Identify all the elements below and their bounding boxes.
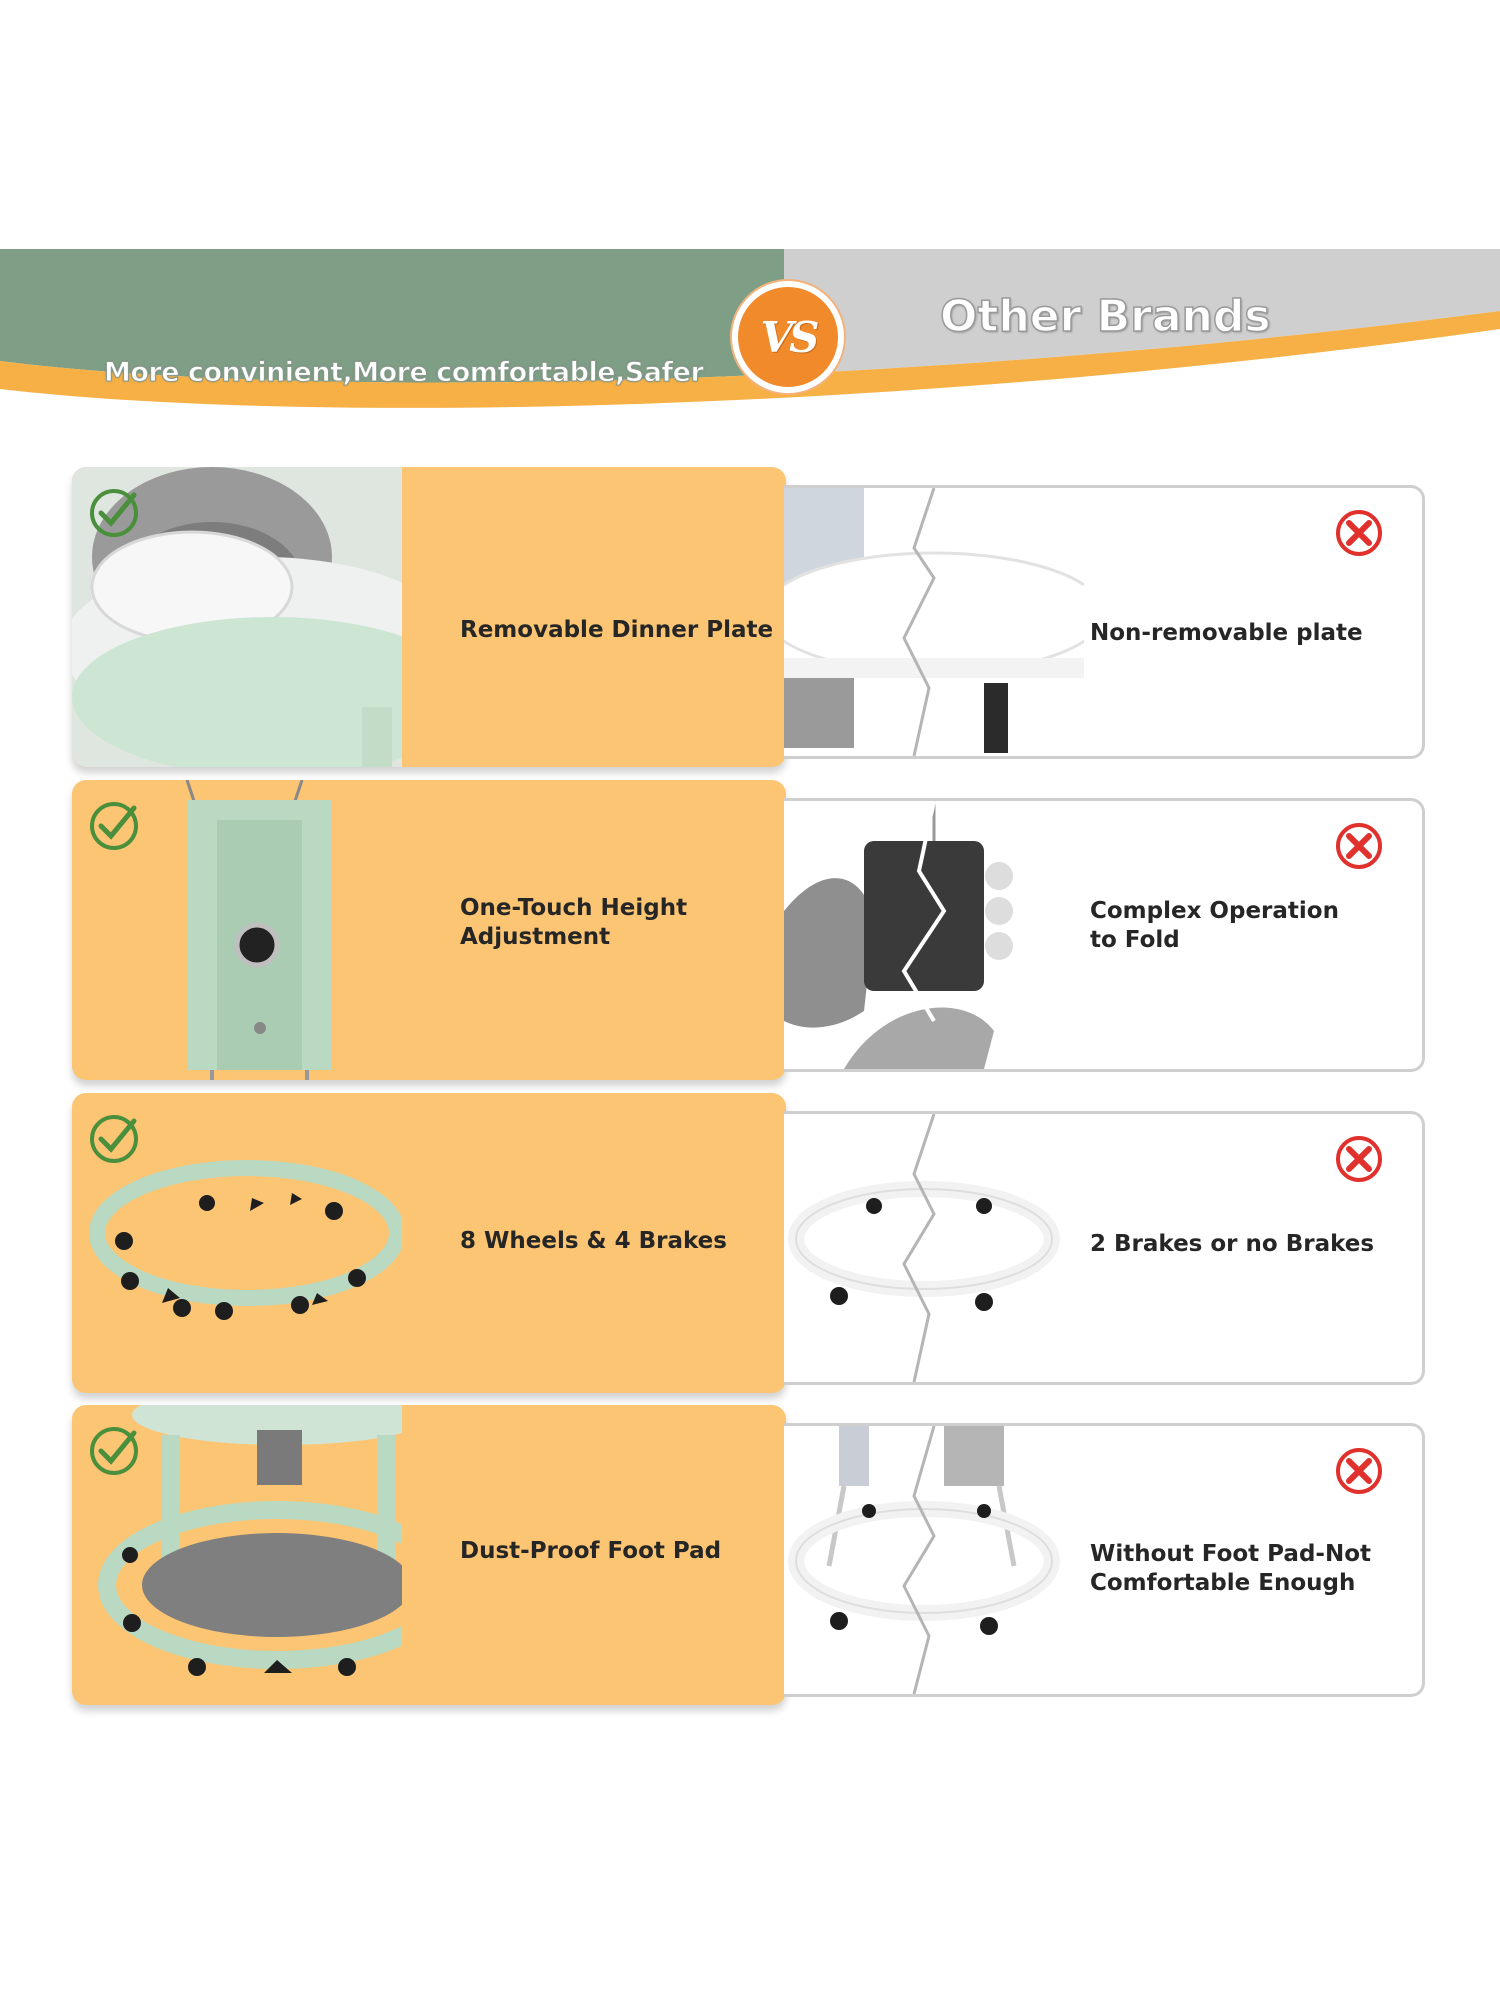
complex-fold-image [784,801,1013,1069]
other-brands-title: Other Brands [939,290,1271,343]
no-foot-pad-image [788,1426,1060,1694]
comparison-row-plate: Removable Dinner Plate Non-removable pla… [0,467,1500,777]
our-feature-label: Removable Dinner Plate [460,617,774,643]
x-icon [1336,1136,1382,1182]
other-brand-label: Complex Operation to Fold [1090,898,1339,953]
comparison-row-height: One-Touch Height Adjustment Complex Oper… [0,780,1500,1090]
our-feature-card: Removable Dinner Plate [72,467,786,767]
orange-swoosh-decoration [0,311,1500,449]
removable-plate-image [72,467,402,767]
other-brand-label: Non-removable plate [1090,620,1363,646]
our-feature-label: Dust-Proof Foot Pad [460,1538,722,1564]
other-brand-card: 2 Brakes or no Brakes [784,1111,1425,1385]
height-adjustment-image [185,780,332,1080]
x-icon [1336,1448,1382,1494]
wheels-brakes-image [89,1160,402,1320]
other-brand-label: Without Foot Pad-Not Comfortable Enough [1090,1541,1371,1596]
tagline: More convinient,More comfortable,Safer [103,357,704,389]
two-brakes-image [788,1114,1060,1382]
check-icon [90,1427,138,1475]
vs-label: VS [760,312,820,362]
other-brand-card: Non-removable plate [784,485,1425,759]
our-feature-label: One-Touch Height Adjustment [460,895,688,950]
x-icon [1336,823,1382,869]
other-brand-card: Complex Operation to Fold [784,798,1425,1072]
vs-badge: VS [732,281,844,393]
our-feature-label: 8 Wheels & 4 Brakes [460,1228,727,1254]
foot-pad-image [98,1405,402,1676]
x-icon [1336,510,1382,556]
check-icon [90,489,138,537]
check-icon [90,1115,138,1163]
other-brand-label: 2 Brakes or no Brakes [1090,1231,1375,1257]
our-feature-card: Dust-Proof Foot Pad [72,1405,786,1705]
non-removable-plate-image [784,488,1084,756]
other-brand-card: Without Foot Pad-Not Comfortable Enough [784,1423,1425,1697]
check-icon [90,802,138,850]
comparison-row-wheels: 8 Wheels & 4 Brakes 2 Brakes or no Brake… [0,1093,1500,1403]
comparison-header: More convinient,More comfortable,Safer O… [0,249,1500,449]
comparison-row-footpad: Dust-Proof Foot Pad Without Foot Pad-Not… [0,1405,1500,1715]
our-feature-card: 8 Wheels & 4 Brakes [72,1093,786,1393]
our-feature-card: One-Touch Height Adjustment [72,780,786,1080]
